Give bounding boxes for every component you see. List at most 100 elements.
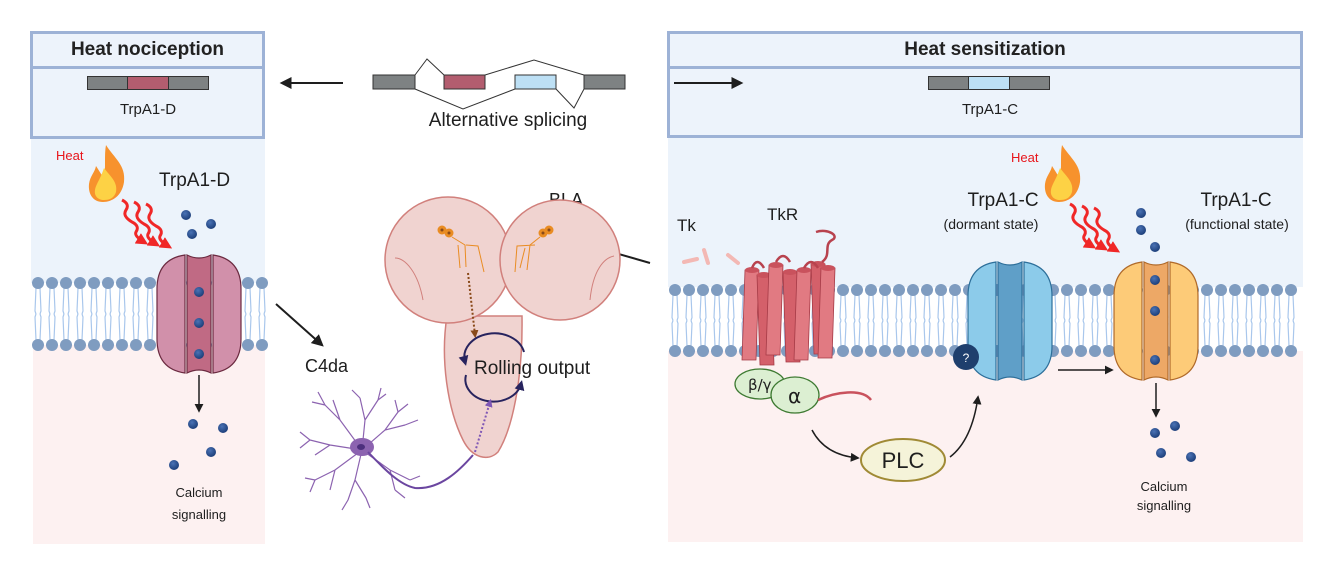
left-isoform-label: TrpA1-D (119, 101, 177, 118)
channel-subunit-right (1169, 261, 1199, 381)
lipid-tail (951, 294, 959, 321)
splice-exon-d (443, 74, 486, 90)
unknown-factor-circle (953, 344, 979, 370)
lipid-tail (1231, 320, 1239, 347)
c4da-neuron-label: C4da (305, 356, 349, 376)
lipid-tail (132, 313, 140, 341)
lipid-head (1201, 284, 1213, 296)
lipid-tail (258, 287, 266, 315)
lipid-head (256, 339, 268, 351)
tkr-loops (750, 254, 820, 269)
ligand-label: Tk (677, 216, 696, 235)
tkr-helix-cap (821, 265, 835, 271)
lipid-tail (909, 294, 917, 321)
lipid-head (725, 345, 737, 357)
lipid-tail (1203, 320, 1211, 347)
lipid-tail (867, 320, 875, 347)
calcium-ion (1156, 448, 1166, 458)
lipid-tail (727, 294, 735, 321)
lipid-head (1285, 284, 1297, 296)
lipid-head (102, 339, 114, 351)
splice-exon-c (514, 74, 557, 90)
calcium-ion (194, 287, 204, 297)
tkr-helix-cap (783, 269, 797, 275)
lipid-tail (1245, 320, 1253, 347)
left-channel-label: TrpA1-D (159, 170, 231, 191)
calcium-ion (1136, 225, 1146, 235)
rolling-output-label: Rolling output (474, 358, 591, 379)
lipid-head (88, 277, 100, 289)
brain-left-lobe (384, 196, 512, 324)
right-heat-label: Heat (1011, 150, 1039, 165)
lipid-tail (1105, 294, 1113, 321)
heat-wave (1081, 204, 1109, 251)
lipid-head (683, 345, 695, 357)
lipid-head (1061, 345, 1073, 357)
lipid-head (32, 339, 44, 351)
lipid-head (74, 339, 86, 351)
lipid-head (1201, 345, 1213, 357)
lipid-head (1215, 345, 1227, 357)
left-panel-title: Heat nociception (33, 34, 262, 69)
lipid-head (921, 284, 933, 296)
lipid-tail (1245, 294, 1253, 321)
calcium-ion (1170, 421, 1180, 431)
c4da-neuron (299, 387, 421, 511)
lipid-tail (62, 287, 70, 315)
calcium-ion (1136, 208, 1146, 218)
lipid-head (865, 284, 877, 296)
lipid-head (1229, 345, 1241, 357)
lipid-head (907, 345, 919, 357)
channel-subunit-right (212, 254, 242, 374)
lipid-head (1243, 345, 1255, 357)
trpa1-c-dormant-channel (967, 261, 1053, 381)
lipid-tail (909, 320, 917, 347)
lipid-tail (937, 320, 945, 347)
heat-wave (121, 198, 149, 245)
lipid-head (256, 277, 268, 289)
plc-label: PLC (882, 448, 925, 473)
lipid-head (1061, 284, 1073, 296)
tkr-n-terminus (815, 229, 836, 264)
lipid-head (102, 277, 114, 289)
lipid-head (1257, 284, 1269, 296)
lipid-head (1229, 284, 1241, 296)
lipid-tail (923, 294, 931, 321)
lipid-head (130, 277, 142, 289)
lipid-tail (1091, 294, 1099, 321)
channel-pore (1143, 261, 1169, 381)
lipid-tail (1273, 320, 1281, 347)
lipid-head (851, 345, 863, 357)
heat-wave (145, 202, 173, 249)
splice-junction (484, 59, 585, 76)
lipid-tail (671, 294, 679, 321)
lipid-tail (671, 320, 679, 347)
right-extracellular-region (668, 137, 1303, 287)
lipid-tail (853, 320, 861, 347)
g-alpha-label: α (788, 384, 801, 408)
lipid-head (879, 345, 891, 357)
lipid-tail (34, 287, 42, 315)
lipid-head (60, 339, 72, 351)
calcium-ion (194, 318, 204, 328)
right-flame-icon (1044, 145, 1081, 202)
lipid-head (144, 277, 156, 289)
channel-subunit-left (156, 254, 186, 374)
tkr-helix (793, 269, 812, 361)
lipid-tail (258, 313, 266, 341)
lipid-tail (1063, 320, 1071, 347)
lipid-tail (853, 294, 861, 321)
tkr-helix-cap (797, 267, 811, 273)
lipid-tail (132, 287, 140, 315)
lipid-head (32, 277, 44, 289)
arrow-plc-to-trpa1c (949, 395, 982, 458)
channel-pore (186, 254, 212, 374)
lipid-head (1075, 284, 1087, 296)
lipid-tail (146, 313, 154, 341)
lipid-head (1257, 345, 1269, 357)
calcium-ion (206, 447, 216, 457)
exon-d (128, 77, 169, 89)
lipid-head (1103, 284, 1115, 296)
functional-state-label: (functional state) (1185, 216, 1289, 232)
lipid-head (669, 284, 681, 296)
